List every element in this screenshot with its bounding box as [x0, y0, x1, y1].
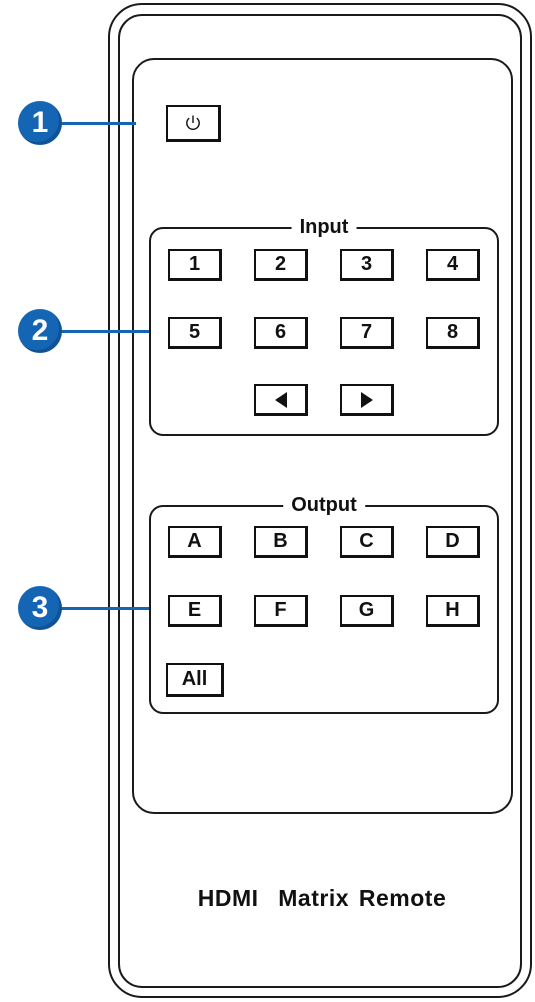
output-h-button[interactable]: H [426, 595, 480, 627]
input-3-label: 3 [360, 253, 373, 275]
input-4-label: 4 [446, 253, 459, 275]
callout-3-line [60, 607, 150, 610]
input-5-label: 5 [188, 321, 201, 343]
input-prev-button[interactable] [254, 384, 308, 416]
input-6-label: 6 [274, 321, 287, 343]
output-group-title: Output [283, 492, 365, 518]
remote-title: HDMI Matrix Remote [197, 885, 447, 911]
input-8-label: 8 [446, 321, 459, 343]
input-group-title: Input [291, 214, 357, 240]
output-group: Output [149, 492, 499, 714]
output-b-label: B [273, 530, 288, 552]
input-2-button[interactable]: 2 [254, 249, 308, 281]
arrow-right-icon [360, 391, 373, 408]
input-group: Input [149, 214, 499, 436]
callout-1-line [60, 122, 136, 125]
input-8-button[interactable]: 8 [426, 317, 480, 349]
input-next-button[interactable] [340, 384, 394, 416]
input-7-button[interactable]: 7 [340, 317, 394, 349]
power-button[interactable] [166, 105, 221, 142]
output-h-label: H [445, 599, 460, 621]
input-2-label: 2 [274, 253, 287, 275]
callout-2-badge: 2 [18, 309, 62, 353]
power-icon [186, 115, 200, 130]
input-1-label: 1 [188, 253, 201, 275]
output-d-label: D [445, 530, 460, 552]
callout-1-badge: 1 [18, 101, 62, 145]
input-7-label: 7 [360, 321, 373, 343]
output-d-button[interactable]: D [426, 526, 480, 558]
arrow-left-icon [274, 391, 287, 408]
callout-3-badge: 3 [18, 586, 62, 630]
callout-3-number: 3 [31, 591, 49, 624]
input-6-button[interactable]: 6 [254, 317, 308, 349]
output-a-label: A [187, 530, 202, 552]
output-b-button[interactable]: B [254, 526, 308, 558]
keypad-panel [132, 58, 513, 814]
output-e-button[interactable]: E [168, 595, 222, 627]
output-c-label: C [359, 530, 374, 552]
input-4-button[interactable]: 4 [426, 249, 480, 281]
input-1-button[interactable]: 1 [168, 249, 222, 281]
output-all-button[interactable]: All [166, 663, 224, 697]
output-f-label: F [274, 599, 287, 621]
output-f-button[interactable]: F [254, 595, 308, 627]
output-c-button[interactable]: C [340, 526, 394, 558]
callout-2-number: 2 [31, 314, 49, 347]
input-3-button[interactable]: 3 [340, 249, 394, 281]
callout-2-line [60, 330, 150, 333]
output-a-button[interactable]: A [168, 526, 222, 558]
callout-1-number: 1 [31, 106, 49, 139]
output-g-label: G [358, 599, 375, 621]
output-e-label: E [187, 599, 202, 621]
output-g-button[interactable]: G [340, 595, 394, 627]
output-all-label: All [181, 668, 208, 690]
remote-inner-shell [118, 14, 522, 988]
input-5-button[interactable]: 5 [168, 317, 222, 349]
